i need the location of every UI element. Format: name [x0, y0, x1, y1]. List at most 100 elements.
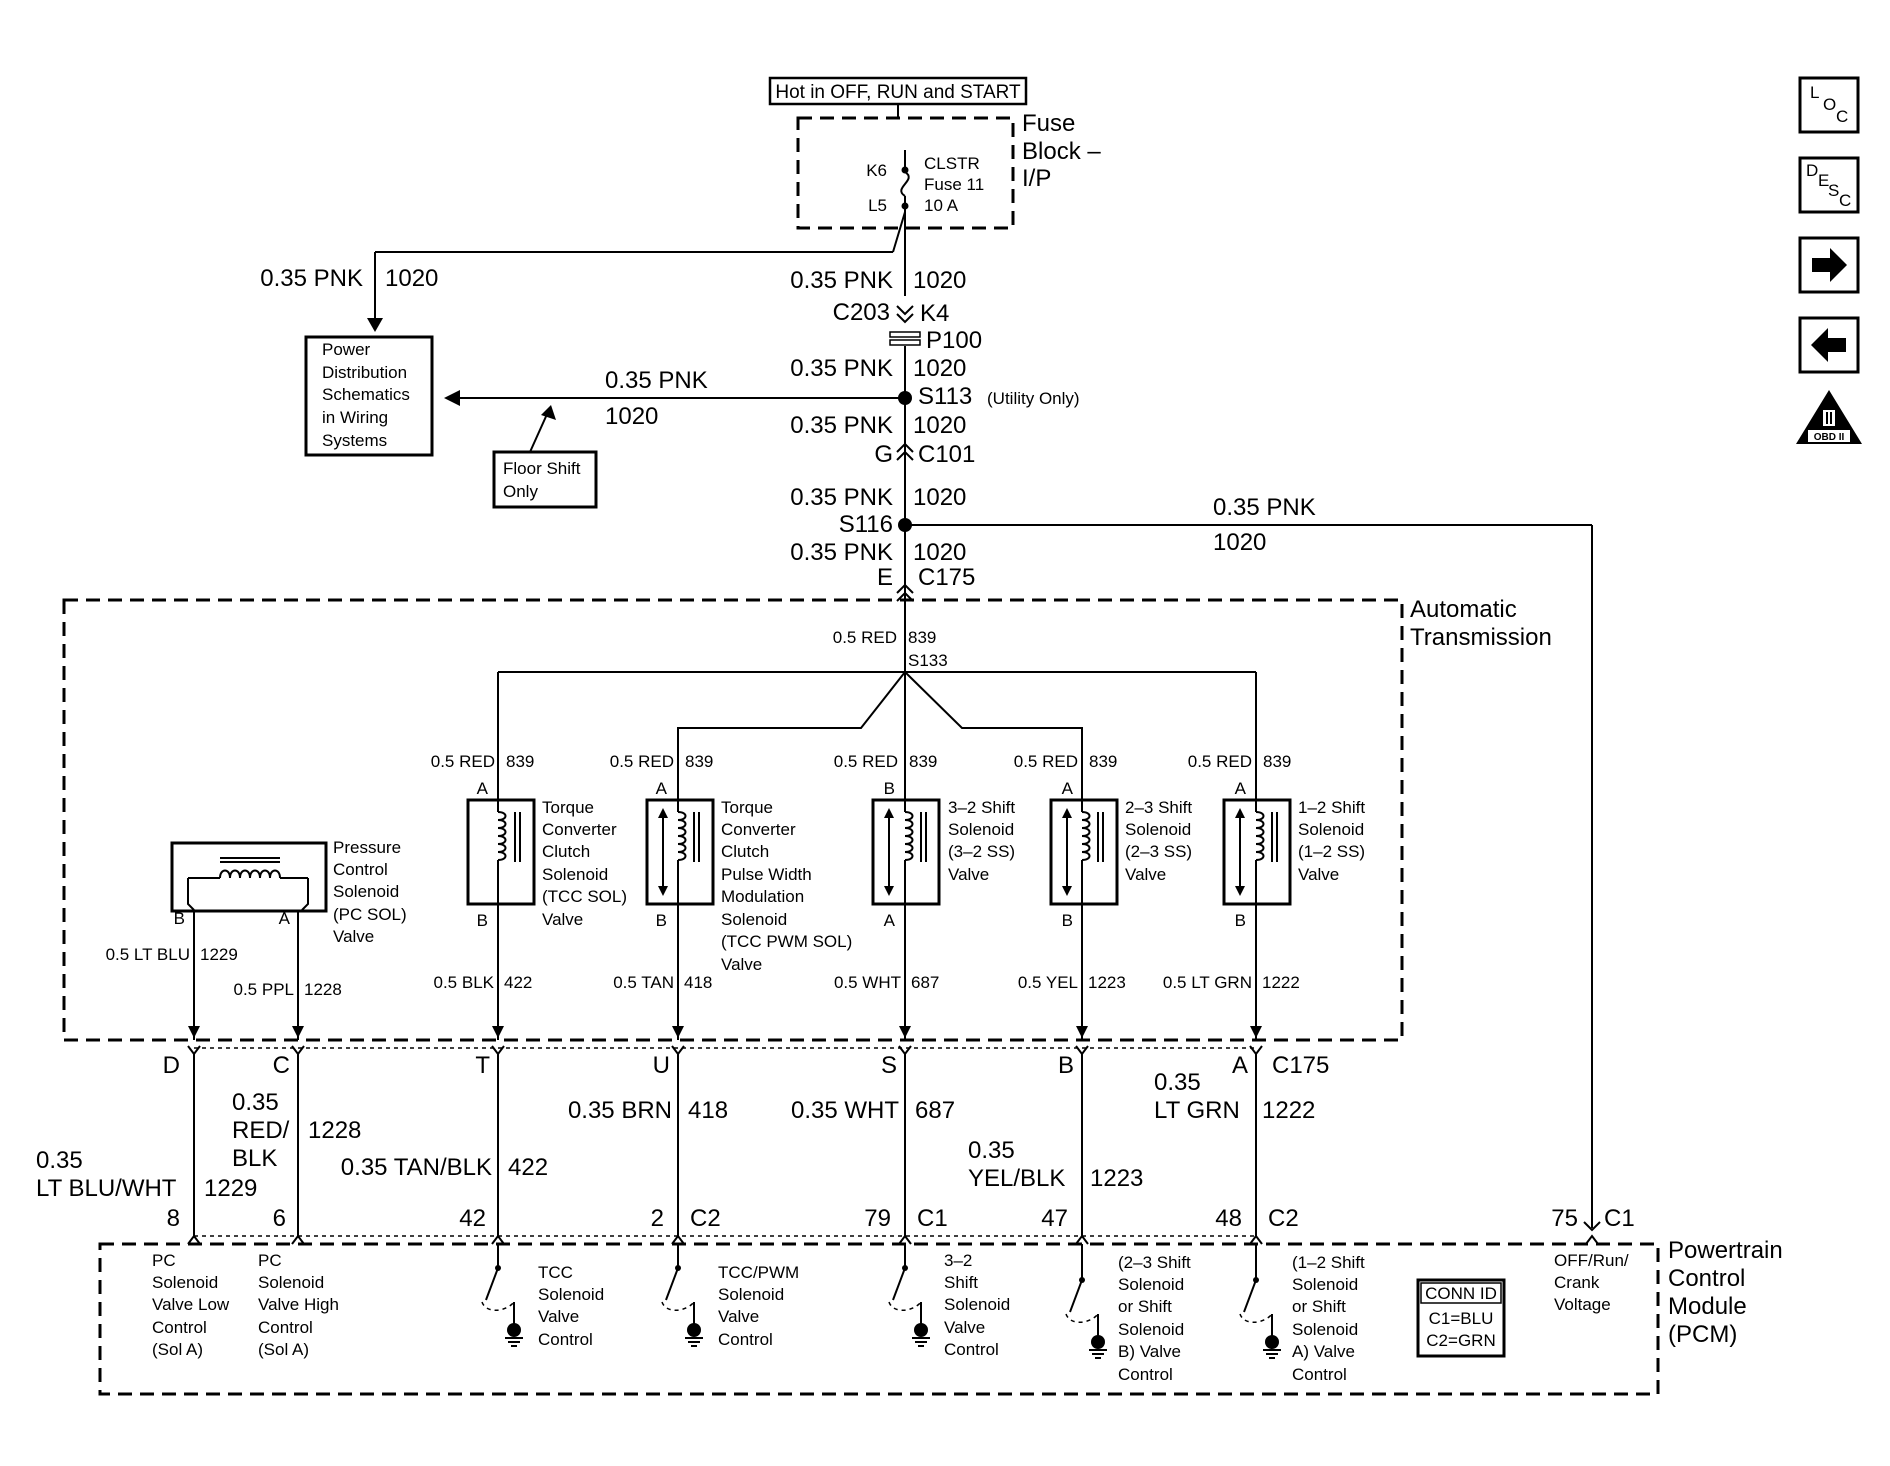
wire-label-red: 0.5 RED — [610, 752, 674, 771]
fuse-block-outline — [796, 116, 1015, 230]
wire-label-tan: 0.5 TAN — [613, 973, 674, 992]
svg-text:S: S — [1828, 181, 1839, 200]
pcm-pclow-1: PC — [152, 1251, 176, 1270]
wire-circuit-839: 839 — [506, 752, 534, 771]
wire-circuit-839: 839 — [1263, 752, 1291, 771]
power-dist-4: in Wiring — [322, 408, 388, 427]
pcm-ss12-1: (1–2 Shift — [1292, 1253, 1365, 1272]
wire-label-pnk: 0.35 PNK — [790, 484, 893, 511]
pcm-tcc-3: Valve — [538, 1307, 579, 1326]
svg-text:C: C — [1839, 191, 1851, 210]
wire-circuit-839: 839 — [685, 752, 713, 771]
arrow-down-icon — [367, 318, 383, 332]
ss23-label-4: Valve — [1125, 865, 1166, 884]
splice-s116-label: S116 — [839, 511, 893, 538]
pin-b: B — [1235, 911, 1246, 930]
desc-icon[interactable]: D E S C — [1798, 156, 1860, 214]
pcm-switch-tcc — [481, 1244, 523, 1347]
ss23-label-1: 2–3 Shift — [1125, 798, 1192, 817]
wire-label-ltgrn: 0.5 LT GRN — [1163, 973, 1252, 992]
fuse-symbol — [900, 150, 910, 210]
pc-label-1: Pressure — [333, 838, 401, 857]
pcm-switch-ss12 — [1239, 1244, 1281, 1359]
wire-circuit-839: 839 — [908, 628, 936, 647]
wire-label-pnk: 0.35 PNK — [605, 367, 708, 394]
svg-text:D: D — [1806, 161, 1818, 180]
ss32-solenoid: B A — [871, 779, 941, 930]
pcm-switch-ss32 — [888, 1244, 930, 1347]
c175-pin-b: B — [1058, 1052, 1074, 1079]
pin-a: A — [884, 911, 896, 930]
pwm-label-1: Torque — [721, 798, 773, 817]
wire-label-red: 0.5 RED — [834, 752, 898, 771]
power-dist-1: Power — [322, 340, 371, 359]
auto-trans-label-2: Transmission — [1410, 624, 1552, 651]
wire-circuit-1229: 1229 — [200, 945, 238, 964]
arrow-left-icon[interactable] — [1798, 316, 1860, 374]
c175-arrows — [188, 1026, 1262, 1038]
floor-shift-box — [492, 450, 598, 509]
hot-label: Hot in OFF, RUN and START — [775, 82, 1021, 103]
conn-id-box — [1416, 1278, 1506, 1358]
ss23-label-2: Solenoid — [1125, 820, 1191, 839]
pcm-ss23-1: (2–3 Shift — [1118, 1253, 1191, 1272]
wire-label-ltgrn-2: LT GRN — [1154, 1097, 1240, 1124]
pcm-pin-48: 48 — [1215, 1205, 1242, 1232]
ss23-solenoid: A B — [1049, 779, 1119, 930]
wire-circuit-1020: 1020 — [913, 355, 966, 382]
wire-label-pnk: 0.35 PNK — [790, 355, 893, 382]
wire-label-red: 0.5 RED — [1014, 752, 1078, 771]
wire-label-ltbluwht-2: LT BLU/WHT — [36, 1175, 177, 1202]
pcm-voltage-3: Voltage — [1554, 1295, 1611, 1314]
conn-id-c2: C2=GRN — [1426, 1331, 1495, 1350]
ss12-label-4: Valve — [1298, 865, 1339, 884]
arrow-right-icon[interactable] — [1798, 236, 1860, 294]
svg-text:E: E — [1818, 171, 1829, 190]
wire-label-pnk: 0.35 PNK — [790, 267, 893, 294]
pwm-label-4: Pulse Width — [721, 865, 812, 884]
splice-s133-label: S133 — [908, 651, 948, 670]
obd-ii-icon[interactable]: OBD II — [1796, 390, 1862, 444]
pcm-ss12-2: Solenoid — [1292, 1275, 1358, 1294]
fuse-desc-3: 10 A — [924, 196, 959, 215]
wire-circuit-1020: 1020 — [913, 412, 966, 439]
fuse-block-label-2: Block – — [1022, 138, 1101, 165]
wire-label-ltblu: 0.5 LT BLU — [106, 945, 190, 964]
c175-pin-c: C — [273, 1052, 290, 1079]
pcm-conn-c2: C2 — [1268, 1205, 1299, 1232]
tcc-label-5: (TCC SOL) — [542, 887, 627, 906]
ss23-label-3: (2–3 SS) — [1125, 842, 1192, 861]
conn-id-c1: C1=BLU — [1429, 1309, 1494, 1328]
connector-c175: C175 — [1272, 1052, 1329, 1079]
pcm-conn-c1: C1 — [1604, 1205, 1635, 1232]
pwm-label-6: Solenoid — [721, 910, 787, 929]
wire-circuit-1228: 1228 — [304, 980, 342, 999]
power-dist-2: Distribution — [322, 363, 407, 382]
pcm-ss12-5: A) Valve — [1292, 1342, 1355, 1361]
c175-pin-chevrons — [187, 1045, 1263, 1056]
wire-label-wht: 0.5 WHT — [834, 973, 901, 992]
pin-b: B — [656, 911, 667, 930]
fuse-block-label-3: I/P — [1022, 165, 1051, 192]
loc-icon[interactable]: L O C — [1798, 76, 1860, 134]
pin-a: A — [279, 909, 291, 928]
wire-circuit-1020: 1020 — [913, 539, 966, 566]
ss32-label-4: Valve — [948, 865, 989, 884]
pcm-ss23-3: or Shift — [1118, 1297, 1172, 1316]
wire-circuit-1228: 1228 — [308, 1117, 361, 1144]
power-dist-3: Schematics — [322, 385, 410, 404]
pc-label-2: Control — [333, 860, 388, 879]
pcm-pin-6: 6 — [273, 1205, 286, 1232]
pcm-ss12-4: Solenoid — [1292, 1320, 1358, 1339]
wire-label-ltbluwht-1: 0.35 — [36, 1147, 83, 1174]
pwm-label-3: Clutch — [721, 842, 769, 861]
splice-s113-label: S113 — [918, 383, 972, 410]
tcc-label-4: Solenoid — [542, 865, 608, 884]
connector-g: G — [874, 441, 893, 468]
pcm-pin-chevrons — [187, 1234, 1599, 1245]
fuse-pin-k6: K6 — [866, 161, 887, 180]
pcm-ss32-1: 3–2 — [944, 1251, 972, 1270]
wire-circuit-1223: 1223 — [1090, 1165, 1143, 1192]
connector-c203: C203 — [833, 299, 890, 326]
